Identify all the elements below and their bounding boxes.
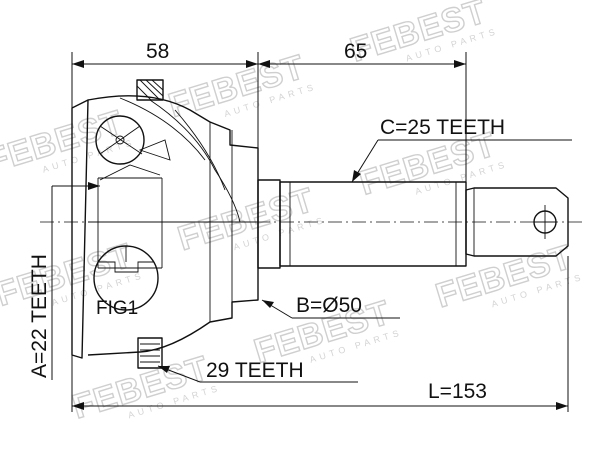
cv-joint-housing <box>71 95 259 359</box>
watermark-brand-1: FEBEST <box>0 103 128 180</box>
dimension-65-label: 65 <box>344 40 367 63</box>
output-shaft <box>257 179 569 269</box>
outer-diameter-label: B=Ø50 <box>296 294 362 317</box>
dimension-58-label: 58 <box>146 40 169 63</box>
top-gear-block <box>136 79 164 101</box>
inner-ball-top <box>95 115 145 165</box>
extension-lines <box>71 52 569 412</box>
fig-label: FIG1 <box>96 298 138 319</box>
shaft-teeth-callout: C=25 TEETH <box>351 116 572 183</box>
fig1-detail: FIG1 <box>93 245 159 319</box>
outer-diameter-callout: B=Ø50 <box>261 294 400 319</box>
hub-teeth-callout: A=22 TEETH <box>28 182 100 380</box>
hub-teeth-label: A=22 TEETH <box>28 254 51 378</box>
total-length-label: L=153 <box>428 380 487 403</box>
shaft-teeth-label: C=25 TEETH <box>380 116 505 139</box>
dimension-total-length: L=153 <box>72 380 568 410</box>
dimension-58: 58 <box>72 40 258 68</box>
dimension-65: 65 <box>258 40 466 68</box>
abs-ring-teeth <box>137 337 163 369</box>
abs-teeth-callout: 29 TEETH <box>157 359 358 383</box>
abs-teeth-label: 29 TEETH <box>206 359 304 382</box>
